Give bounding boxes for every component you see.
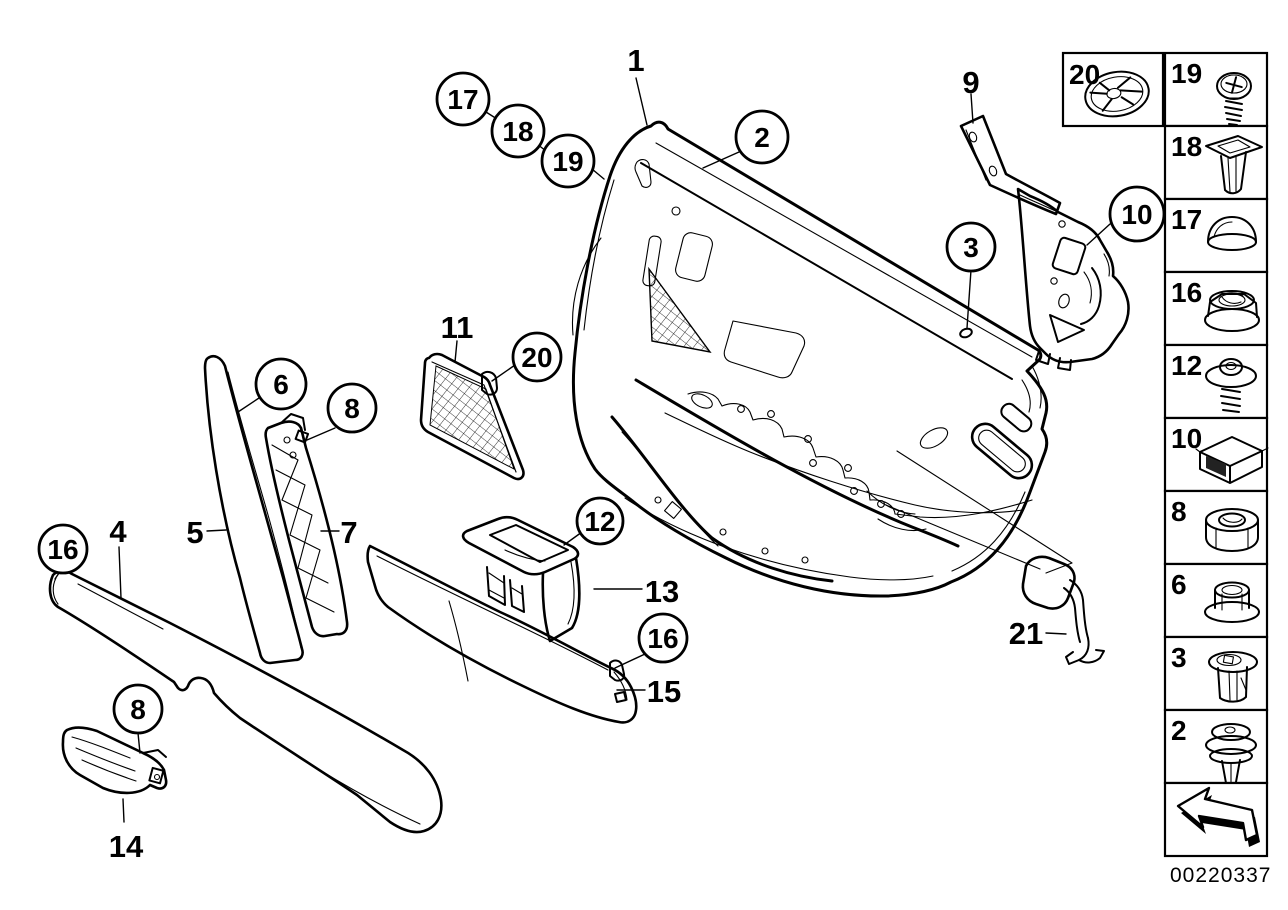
legend-item-19[interactable]: 19 (1163, 51, 1269, 128)
svg-text:8[interactable]: 8 (130, 694, 146, 725)
legend-item-20[interactable]: 20 (1061, 51, 1165, 128)
svg-text:19[interactable]: 19 (552, 146, 583, 177)
svg-text:8[interactable]: 8 (1171, 496, 1187, 527)
plain-labels: 1 9 11 4 5 7 13 15 14 21 (109, 43, 1043, 864)
carrier-7-8-drawing (264, 413, 349, 638)
svg-text:10[interactable]: 10 (1121, 199, 1152, 230)
door-panel-outline (571, 120, 1049, 598)
legend-item-16[interactable]: 16 (1163, 270, 1269, 347)
legend-footer-arrow[interactable] (1163, 781, 1269, 858)
svg-text:6[interactable]: 6 (273, 369, 289, 400)
svg-text:18[interactable]: 18 (1171, 131, 1202, 162)
svg-text:18[interactable]: 18 (502, 116, 533, 147)
hex-nut-icon (1205, 508, 1259, 552)
legend-item-10[interactable]: 10 (1163, 416, 1269, 493)
svg-text:19[interactable]: 19 (1171, 58, 1202, 89)
legend-item-2[interactable]: 2 (1163, 708, 1269, 790)
svg-text:10[interactable]: 10 (1171, 423, 1202, 454)
expansion-rivet-icon (1205, 135, 1263, 195)
label-14[interactable]: 14 (109, 829, 144, 864)
svg-text:17[interactable]: 17 (447, 84, 478, 115)
legend-item-18[interactable]: 18 (1163, 124, 1269, 201)
grille-mesh (429, 365, 515, 471)
label-5[interactable]: 5 (186, 515, 203, 550)
label-1[interactable]: 1 (627, 43, 644, 78)
callout-16-left[interactable]: 16 (37, 523, 89, 575)
svg-text:2[interactable]: 2 (754, 122, 770, 153)
legend-item-8[interactable]: 8 (1163, 489, 1269, 566)
grille-clip-nub (481, 370, 498, 396)
bracket-21-drawing (1021, 555, 1105, 665)
svg-text:16[interactable]: 16 (647, 623, 678, 654)
legend-item-3[interactable]: 3 (1163, 635, 1269, 712)
callout-12[interactable]: 12 (575, 496, 625, 546)
svg-text:17[interactable]: 17 (1171, 204, 1202, 235)
callout-20[interactable]: 20 (511, 331, 563, 383)
legend-sidebar: 20 19 18 (1061, 51, 1271, 887)
callout-8-bottom[interactable]: 8 (112, 683, 164, 735)
label-7[interactable]: 7 (340, 515, 357, 550)
direction-arrow-icon (1176, 786, 1260, 847)
callout-10[interactable]: 10 (1108, 185, 1166, 243)
callout-19[interactable]: 19 (540, 133, 596, 189)
label-4[interactable]: 4 (109, 514, 127, 549)
legend-item-6[interactable]: 6 (1163, 562, 1269, 639)
label-15[interactable]: 15 (647, 674, 681, 709)
callout-8[interactable]: 8 (326, 382, 378, 434)
legend-item-17[interactable]: 17 (1163, 197, 1269, 274)
svg-text:3[interactable]: 3 (963, 232, 979, 263)
label-21[interactable]: 21 (1009, 616, 1043, 651)
svg-text:20[interactable]: 20 (521, 342, 552, 373)
svg-text:8[interactable]: 8 (344, 393, 360, 424)
callout-3[interactable]: 3 (945, 221, 997, 273)
svg-text:16[interactable]: 16 (1171, 277, 1202, 308)
svg-text:2[interactable]: 2 (1171, 715, 1187, 746)
label-11[interactable]: 11 (441, 310, 474, 345)
flange-nut-icon (1204, 290, 1260, 332)
retainer-disc-icon (1084, 70, 1150, 118)
screw-icon (1216, 72, 1252, 126)
collar-nut-icon (1204, 581, 1260, 623)
bracket-10-drawing (1016, 187, 1130, 371)
pocket-trim-15-drawing (366, 544, 638, 724)
panel-speaker-mesh (648, 266, 712, 354)
svg-text:6[interactable]: 6 (1171, 569, 1187, 600)
pocket-13-drawing (461, 515, 581, 643)
callout-2[interactable]: 2 (734, 109, 790, 165)
trim-clip-nub (609, 659, 626, 682)
document-number: 00220337 (1170, 864, 1271, 887)
armrest-4-drawing (48, 569, 443, 834)
svg-text:16[interactable]: 16 (47, 534, 78, 565)
trim-strip-5-6-drawing (203, 354, 304, 665)
callout-18[interactable]: 18 (490, 103, 546, 159)
grab-pad (970, 422, 1034, 480)
speaker-grille-11-drawing (419, 352, 525, 481)
svg-text:20[interactable]: 20 (1069, 59, 1100, 90)
callout-6[interactable]: 6 (254, 357, 308, 411)
handle-14-drawing (61, 726, 168, 795)
circled-callouts: 17 18 19 2 3 10 20 6 (37, 71, 1166, 735)
legend-item-12[interactable]: 12 (1163, 343, 1269, 420)
svg-text:12[interactable]: 12 (1171, 350, 1202, 381)
door-trim-panel-drawing (571, 120, 1073, 598)
callout-17[interactable]: 17 (435, 71, 491, 127)
square-clip-icon (1195, 436, 1269, 484)
cap-plug-icon (1207, 216, 1257, 251)
expanding-nut-icon (1208, 651, 1258, 703)
callout-16-right[interactable]: 16 (637, 612, 689, 664)
svg-text:3[interactable]: 3 (1171, 642, 1187, 673)
label-9[interactable]: 9 (962, 65, 979, 100)
panel-clip-icon (1205, 723, 1257, 790)
washer-screw-icon (1205, 358, 1257, 413)
bracket-9-drawing (959, 114, 1062, 216)
svg-text:12[interactable]: 12 (584, 506, 615, 537)
label-13[interactable]: 13 (645, 574, 679, 609)
